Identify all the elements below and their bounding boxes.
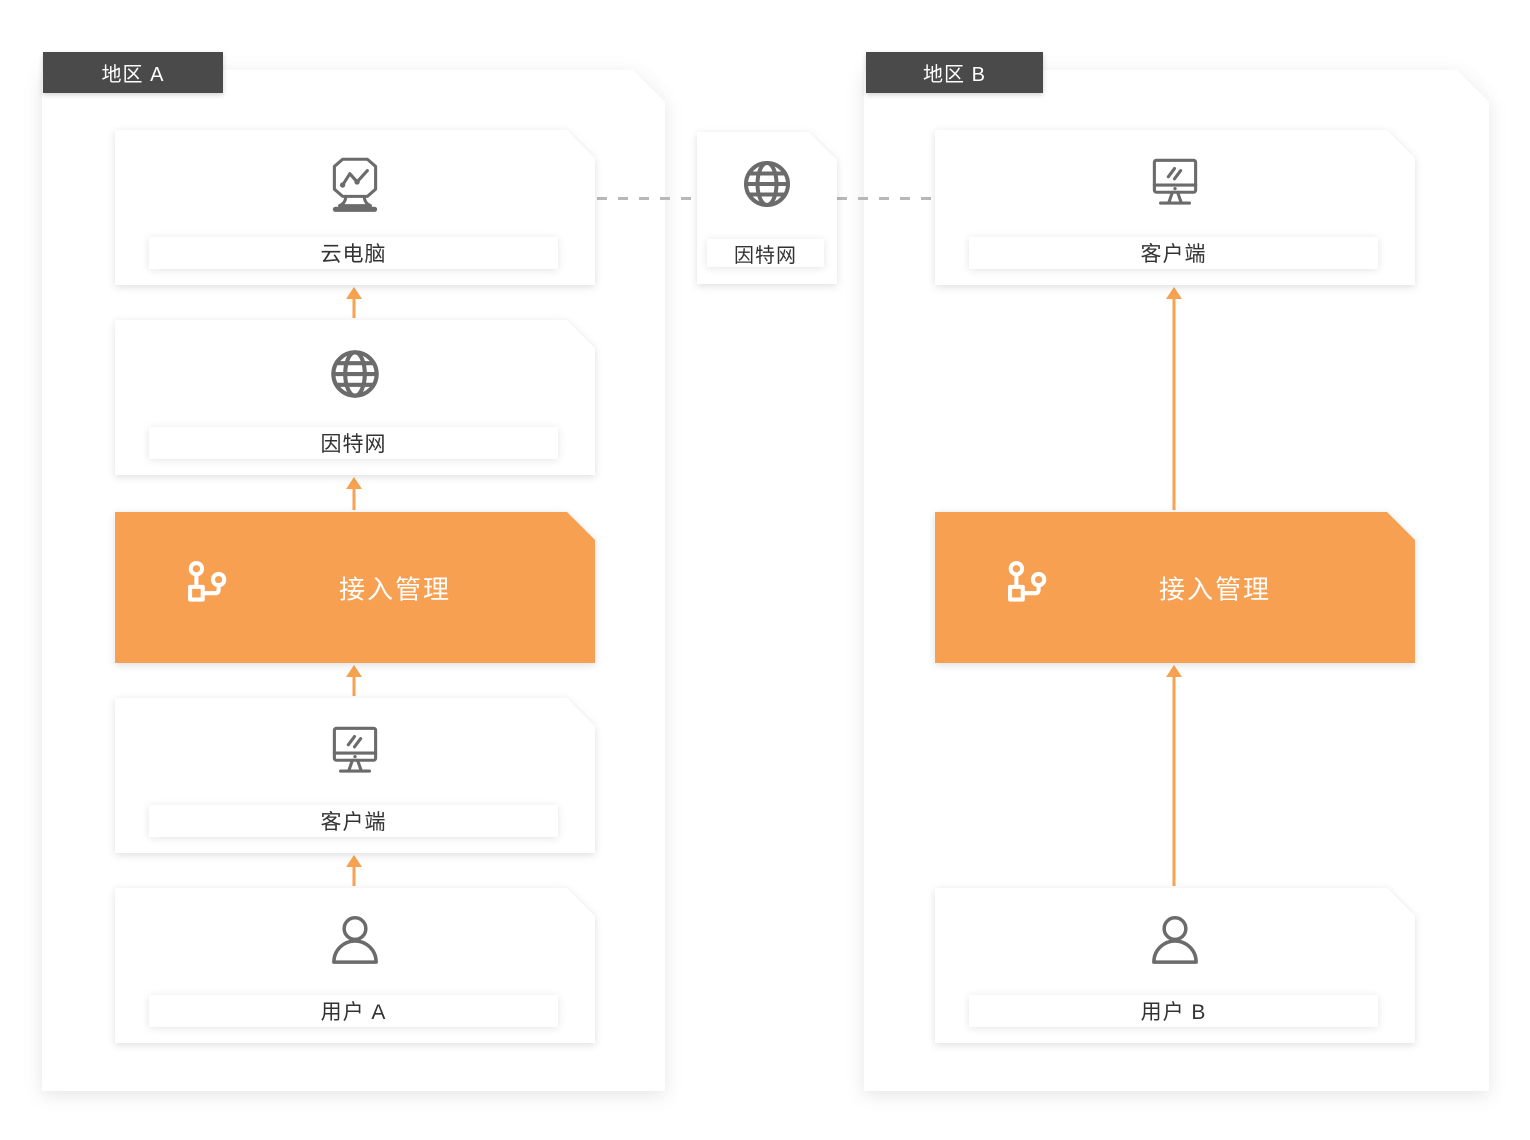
node-label: 用户 B: [1140, 1001, 1207, 1024]
node-label-bar: 用户 A: [149, 995, 558, 1027]
arrow-tip: [346, 477, 362, 489]
globe-icon: [697, 152, 837, 216]
node-cloud-pc: 云电脑: [115, 130, 595, 285]
node-label-bar: 云电脑: [149, 237, 558, 269]
node-label: 因特网: [320, 433, 387, 456]
arrow-shaft: [352, 674, 356, 696]
node-internet-a: 因特网: [115, 320, 595, 475]
arrow-shaft: [352, 864, 356, 886]
node-title: 接入管理: [1158, 574, 1271, 604]
arrow-client-to-access: [346, 665, 362, 696]
arrow-tip: [346, 287, 362, 299]
arrow-tip: [1166, 665, 1182, 677]
node-access-management-a: 接入管理: [115, 512, 595, 663]
globe-icon: [115, 341, 595, 407]
node-label: 客户端: [1140, 243, 1207, 266]
node-label: 因特网: [734, 244, 797, 267]
arrow-shaft: [1172, 674, 1176, 886]
dashed-link-right: [837, 197, 934, 200]
node-title: 接入管理: [338, 574, 451, 604]
arrow-shaft: [352, 486, 356, 510]
arrow-tip: [346, 855, 362, 867]
node-label-bar: 因特网: [149, 427, 558, 459]
region-b-tab: 地区 B: [866, 52, 1043, 93]
node-label-bar: 因特网: [707, 239, 824, 267]
node-client-b: 客户端: [935, 130, 1415, 285]
monitor-icon: [935, 151, 1415, 217]
network-branch-icon: [181, 556, 239, 619]
arrow-internet-to-cloudpc: [346, 287, 362, 318]
region-b-label: 地区 B: [923, 64, 986, 86]
node-label-bar: 用户 B: [969, 995, 1378, 1027]
arrow-access-to-internet: [346, 477, 362, 510]
arrow-tip: [1166, 287, 1182, 299]
arrow-accessb-to-clientb: [1166, 287, 1182, 510]
node-label-bar: 客户端: [149, 805, 558, 837]
arrow-userb-to-accessb: [1166, 665, 1182, 886]
region-a-tab: 地区 A: [43, 52, 223, 93]
node-label-bar: 客户端: [969, 237, 1378, 269]
region-a-label: 地区 A: [101, 64, 165, 86]
node-internet-connector: 因特网: [697, 132, 837, 284]
arrow-shaft: [1172, 296, 1176, 510]
dashed-link-left: [597, 197, 695, 200]
network-branch-icon: [1001, 556, 1059, 619]
node-user-b: 用户 B: [935, 888, 1415, 1043]
arrow-shaft: [352, 296, 356, 318]
node-client-a: 客户端: [115, 698, 595, 853]
node-label: 客户端: [320, 811, 387, 834]
arrow-tip: [346, 665, 362, 677]
node-access-management-b: 接入管理: [935, 512, 1415, 663]
monitor-icon: [115, 719, 595, 785]
node-label: 用户 A: [320, 1001, 387, 1024]
user-icon: [115, 909, 595, 975]
arrow-usera-to-client: [346, 855, 362, 886]
user-icon: [935, 909, 1415, 975]
monitor-chart-icon: [115, 151, 595, 217]
node-label: 云电脑: [320, 243, 387, 266]
node-user-a: 用户 A: [115, 888, 595, 1043]
